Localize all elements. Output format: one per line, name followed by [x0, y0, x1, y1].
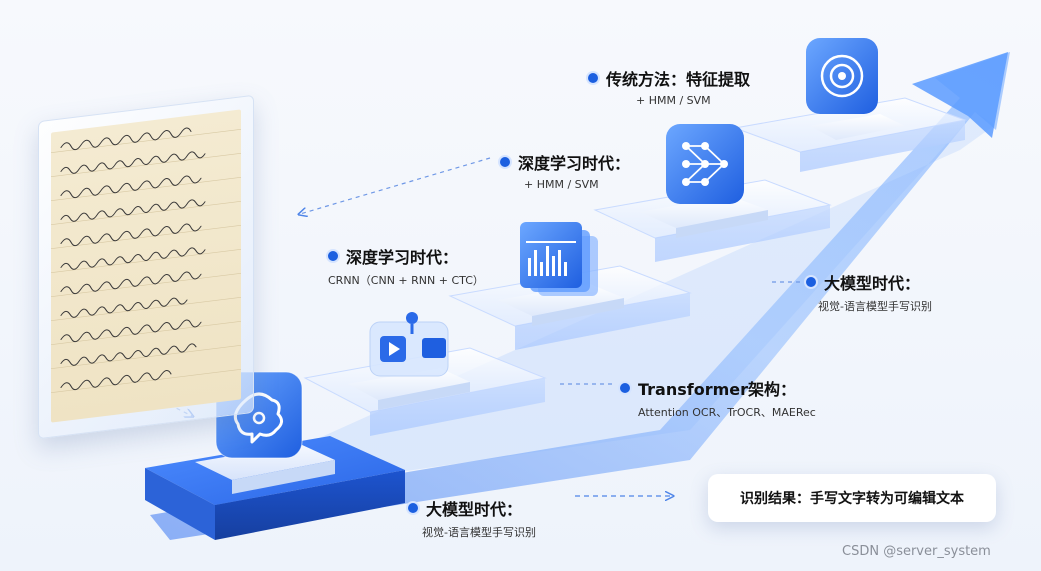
stage-subtitle: CRNN（CNN + RNN + CTC）	[328, 274, 484, 287]
stage-title: 大模型时代：	[426, 500, 523, 519]
result-card: 识别结果：手写文字转为可编辑文本	[708, 474, 996, 522]
target-eye-icon	[806, 38, 878, 114]
stage-subtitle: Attention OCR、TrOCR、MAERec	[638, 406, 816, 419]
paper-sheet	[51, 109, 241, 423]
stage-subtitle: + HMM / SVM	[636, 94, 711, 107]
pedestal-base	[195, 444, 335, 494]
stage-title: 传统方法：特征提取	[606, 70, 751, 89]
location-pin-icon	[408, 503, 418, 513]
pedestal-6	[810, 114, 905, 140]
stage-subtitle: + HMM / SVM	[524, 178, 599, 191]
location-pin-icon	[588, 73, 598, 83]
handwriting-lines	[51, 127, 241, 393]
stage-llm-2: 大模型时代： 视觉-语言模型手写识别	[408, 496, 536, 540]
stage-title: 大模型时代：	[824, 274, 921, 293]
handwritten-document	[38, 94, 254, 440]
stage-traditional: 传统方法：特征提取 + HMM / SVM	[588, 66, 750, 107]
stage-subtitle: 视觉-语言模型手写识别	[422, 526, 536, 539]
neural-network-icon	[666, 124, 744, 204]
stage-llm-1: 大模型时代： 视觉-语言模型手写识别	[806, 270, 932, 314]
location-pin-icon	[806, 277, 816, 287]
arrow-head	[912, 52, 1008, 138]
result-label: 识别结果：手写文字转为可编辑文本	[740, 491, 964, 507]
stage-title: 深度学习时代：	[346, 248, 459, 267]
stage-deep-learning-1: 深度学习时代： + HMM / SVM	[500, 150, 630, 191]
connector-deep1	[300, 157, 491, 214]
bar-waveform-icon	[520, 222, 598, 296]
location-pin-icon	[620, 383, 630, 393]
stage-title: 深度学习时代：	[518, 154, 631, 173]
stage-title: Transformer架构：	[638, 380, 797, 399]
location-pin-icon	[500, 157, 510, 167]
stage-deep-learning-2: 深度学习时代： CRNN（CNN + RNN + CTC）	[328, 244, 484, 288]
stage-transformer: Transformer架构： Attention OCR、TrOCR、MAERe…	[620, 376, 816, 420]
stage-subtitle: 视觉-语言模型手写识别	[818, 300, 932, 313]
pedestal-5	[640, 196, 768, 238]
watermark: CSDN @server_system	[842, 544, 991, 559]
location-pin-icon	[328, 251, 338, 261]
video-camera-icon	[369, 312, 449, 377]
